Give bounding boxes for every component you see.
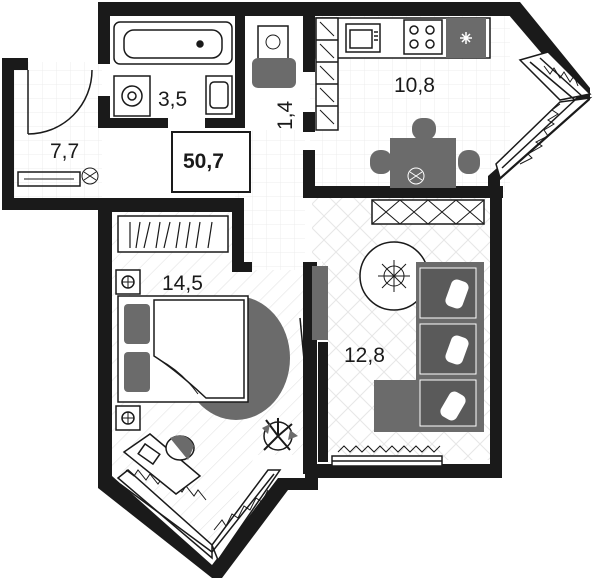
- wall-bedroom-notch: [232, 262, 252, 272]
- area-labels: 7,7 3,5 1,4 10,8 14,5 12,8: [50, 74, 435, 367]
- hall-floor: [10, 62, 102, 202]
- wall-right: [490, 186, 502, 476]
- wall-hall-left: [2, 58, 14, 210]
- area-label-hall: 7,7: [50, 140, 79, 163]
- total-area-label: 50,7: [183, 150, 224, 173]
- bathtub: [113, 21, 233, 65]
- wall-hall-bottom: [2, 198, 98, 210]
- windows: [116, 51, 593, 562]
- wall-kitchen-living: [303, 186, 503, 198]
- dining-set: [370, 118, 480, 188]
- wall-bath-right: [235, 2, 245, 128]
- kitchen-sink: [345, 23, 381, 53]
- wall-toilet-right-low: [303, 112, 315, 132]
- area-label-bathroom: 3,5: [158, 88, 187, 111]
- area-label-living-room: 12,8: [344, 344, 385, 367]
- wall-living-bottom: [305, 464, 502, 478]
- desk: [122, 433, 202, 495]
- tv-cabinet: [371, 199, 485, 225]
- area-label-kitchen: 10,8: [394, 74, 435, 97]
- entrance-door: [27, 69, 93, 135]
- wardrobe: [117, 215, 229, 253]
- wall-bedroom-top: [98, 198, 244, 212]
- bath-sink: [205, 75, 233, 115]
- walls: [2, 2, 590, 578]
- bed: [117, 295, 249, 403]
- toilet-fixture: [252, 25, 296, 88]
- wall-corridor-mid: [303, 150, 315, 198]
- plant: [262, 418, 298, 451]
- sofa: [374, 262, 484, 432]
- fridge: [446, 18, 486, 58]
- nightstands: [115, 269, 141, 431]
- area-label-toilet: 1,4: [274, 100, 297, 130]
- wall-bedroom-left: [98, 198, 112, 488]
- kitchen-stove: [403, 19, 443, 55]
- desk-chair: [165, 435, 195, 461]
- area-label-bedroom: 14,5: [162, 272, 203, 295]
- bedroom-tv: [299, 266, 328, 462]
- wall-bay-right: [212, 478, 318, 578]
- washing-machine: [113, 75, 151, 117]
- wall-bath-left: [98, 2, 110, 64]
- total-area-box: 50,7: [171, 131, 251, 193]
- wall-bay-left: [98, 476, 212, 578]
- wall-bath-bottom-r: [205, 118, 245, 128]
- wall-bedroom-top-r: [232, 198, 244, 272]
- wall-bath-bottom: [98, 118, 168, 128]
- hall-bench: [17, 167, 99, 187]
- bedroom-bay-window-2: [211, 469, 282, 562]
- wall-toilet-right: [303, 2, 315, 72]
